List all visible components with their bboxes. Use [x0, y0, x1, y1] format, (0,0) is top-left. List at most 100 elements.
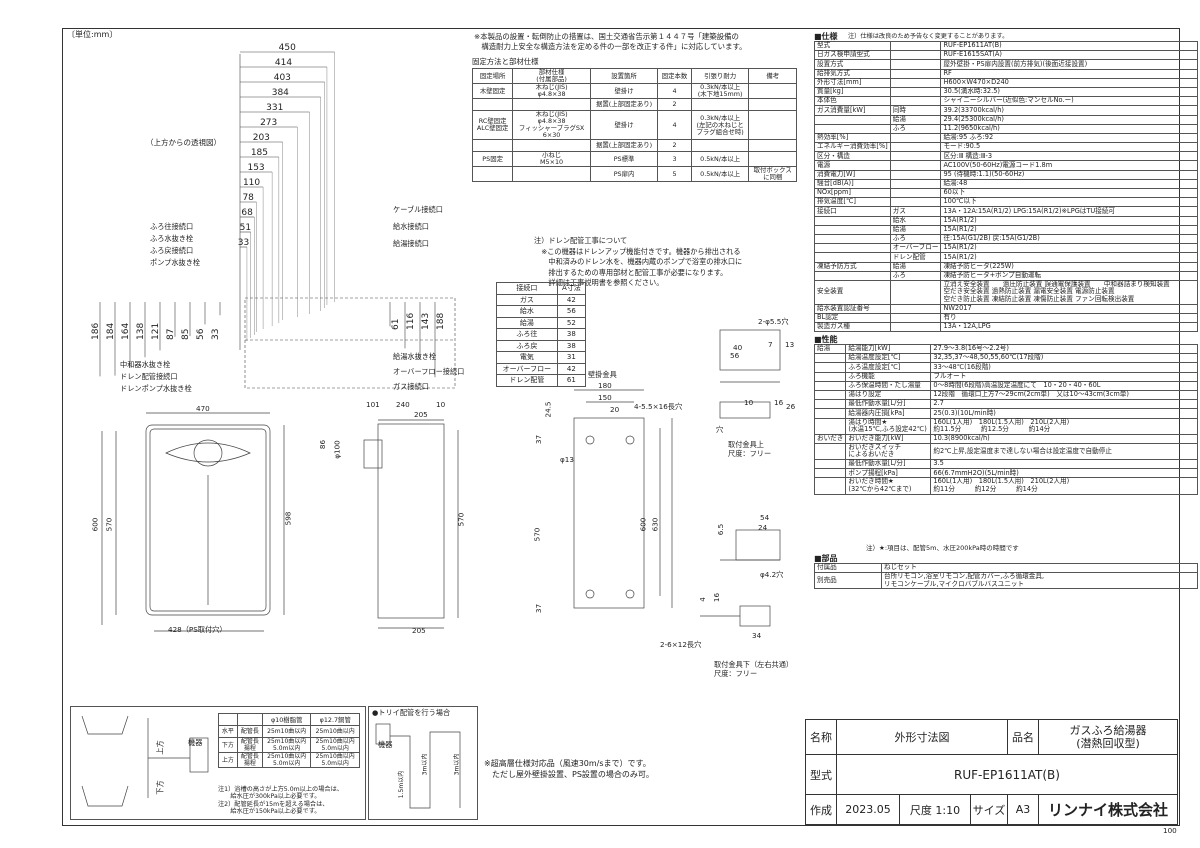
spec-cell: 給水装置認証番号 — [814, 303, 891, 314]
fix-cell — [748, 83, 797, 99]
spec-row: エネルギー消費効率[%]モード:90.5 — [814, 142, 1198, 153]
fix-upper-d7: 7 — [768, 340, 773, 349]
spec-row: 騒音[dB(A)]給湯:48 — [814, 178, 1198, 190]
pipe-cell: 配管長 — [236, 725, 263, 738]
callout-hot-out: 給湯接続口 — [393, 239, 429, 248]
parts-title: ■部品 — [814, 554, 838, 563]
spec-cell — [889, 142, 942, 153]
fix-cell — [748, 98, 797, 111]
spec-cell: ガス — [889, 206, 942, 217]
spec-cell: 凍結予防ヒータ(225W) — [940, 261, 1198, 272]
tb-size-label: サイズ — [970, 794, 1008, 825]
spec-cell: 15A(R1/2) — [940, 243, 1198, 254]
fix-upper-label: 取付金具上 尺度：フリー — [728, 440, 772, 458]
spec-row: ふろ温度設定[℃]33～48℃(16段階) — [813, 362, 1198, 373]
right-dim-label: 188 — [436, 313, 446, 330]
spec-cell: 最低作動水量[L/分] — [845, 399, 932, 410]
left-dim-label: 87 — [166, 329, 176, 340]
top-dim-label: 51 — [240, 223, 251, 233]
fix-cell: 壁掛け — [589, 110, 659, 140]
bracket-w4: 24.5 — [543, 401, 553, 418]
spec-cell: 同時 — [889, 105, 942, 116]
spec-cell: ふろ機能 — [845, 371, 932, 382]
fix-upper-d16: 16 — [774, 398, 784, 407]
fix-cell: 据置(上部固定あり) — [589, 98, 659, 111]
trap-1-5m: 1.5m以内 — [398, 770, 406, 799]
fix-cell: RC壁固定 ALC壁固定 — [471, 110, 514, 140]
left-dim-label: 138 — [136, 323, 146, 340]
fix-cell — [748, 151, 797, 167]
front-h3: 598 — [283, 511, 293, 526]
spec-cell: 給湯:95 ふろ:92 — [940, 132, 1198, 144]
spec-cell: 給水 — [889, 215, 942, 226]
fix-lower-d54: 54 — [760, 513, 770, 522]
fix-cell — [690, 98, 750, 111]
drain-note: 注）ドレン配管工事について ※この機器はドレンアップ機能付きです。機器から排出さ… — [534, 236, 743, 287]
callout-drain-pipe: ドレン配管接続口 — [120, 372, 178, 381]
fix-cell: 5 — [657, 166, 692, 182]
bracket-drawing — [573, 389, 673, 609]
spec-cell: 95 (待機時:1.1)(50-60Hz) — [940, 169, 1198, 180]
spec-cell: 2.7 — [930, 399, 1198, 410]
pipe-notes: 注1）浴槽の高さが上方5.0m以上の場合は、 給水圧が300kPa以上必要です。… — [218, 786, 343, 816]
spec-cell: ふろ温度設定[℃] — [845, 362, 932, 373]
spec-cell — [889, 50, 942, 61]
spec-cell: 屋外壁掛・PS扉内設置(前方排気)(後面近接設置) — [940, 59, 1198, 70]
conn-a-value: 38 — [556, 328, 587, 341]
spec-cell — [889, 312, 942, 324]
pipe-cell: 25m10曲以内 5.0m以内 — [261, 737, 312, 753]
spec-cell — [889, 59, 942, 70]
top-dim-label: 403 — [274, 73, 291, 83]
trap-title: ●トリイ配管を行う場合 — [372, 708, 451, 717]
spec-cell — [889, 132, 942, 144]
spec-cell — [889, 279, 942, 305]
fix-cell: 木ねじ(JIS) φ4.8×38 フィッシャープラグSX 6×30 — [512, 110, 591, 140]
spec-cell: 本体色 — [814, 96, 891, 107]
conn-a-value: 38 — [556, 339, 587, 352]
trap-box — [368, 706, 478, 820]
spec-cell: 25(0.3)(10L/min時) — [930, 408, 1198, 419]
spec-cell: 騒音[dB(A)] — [814, 178, 891, 190]
spec-cell: NOx[ppm] — [814, 187, 891, 199]
spec-row: 外形寸法[mm]H600×W470×D240 — [814, 77, 1198, 88]
spec-note: 注）仕様は改良のため予告なく変更することがあります。 — [848, 33, 1009, 40]
spec-cell: AC100V(50-60Hz)電源コード1.8m — [940, 160, 1198, 171]
top-dim-label: 203 — [253, 133, 270, 143]
spec-cell: おいだき時間★ (32℃から42℃まで) — [845, 477, 932, 495]
spec-cell: 13A・12A:15A(R1/2) LPG:15A(R1/2)※LPGはTU接続… — [940, 206, 1198, 217]
fix-cell: 0.5kN/本以上 — [690, 166, 750, 182]
fix-row: 据置(上部固定あり)2 — [471, 98, 797, 111]
fix-upper-drawing — [719, 329, 781, 419]
spec-cell — [813, 399, 847, 410]
spec-cell: おいだき — [813, 433, 847, 444]
fix-upper-d26: 26 — [786, 402, 796, 411]
spec-cell: 160L(1人用) 180L(1.5人用) 210L(2人用) 約11分 約12… — [930, 477, 1198, 495]
top-dim-label: 33 — [238, 238, 249, 248]
spec-cell: おいだきスイッチ によるおいだき — [845, 442, 932, 461]
spec-cell: 熱効率[%] — [814, 132, 891, 144]
bracket-h1: 570 — [532, 527, 542, 542]
fix-cell: 壁掛け — [589, 83, 659, 99]
spec-cell: 15A(R1/2) — [940, 224, 1198, 235]
tb-product-label: 品名 — [1007, 719, 1039, 755]
spec-cell — [813, 371, 847, 382]
spec-row: 安全装置立消え安全装置 過圧防止装置 誤通電保護装置 中和器詰まり検知装置 空だ… — [814, 279, 1198, 305]
tb-product-value: ガスふろ給湯器 (潜熱回収型) — [1038, 719, 1178, 755]
spec-row: 給湯器内圧損[kPa]25(0.3)(10L/min時) — [813, 408, 1198, 419]
spec-cell: 設置方式 — [814, 59, 891, 70]
top-dim-label: 414 — [275, 58, 292, 68]
pipe-cell: 25m10曲以内 5.0m以内 — [261, 752, 312, 768]
spec-cell: 給湯器内圧損[kPa] — [845, 408, 932, 419]
left-dim-label: 121 — [151, 323, 161, 340]
fix-header-cell: 固定場所 — [471, 68, 514, 84]
top-dim-label: 185 — [251, 148, 268, 158]
fix-lower-drawing — [700, 529, 781, 627]
pipe-cell: 配管長 揚程 — [236, 737, 263, 753]
spec-cell: 往:15A(G1/2B) 戻:15A(G1/2B) — [940, 233, 1198, 245]
spec-cell: 15A(R1/2) — [940, 215, 1198, 226]
spec-cell: 33～48℃(16段階) — [930, 362, 1198, 373]
callout-furo-drain: ふろ水抜き栓 — [150, 234, 194, 243]
